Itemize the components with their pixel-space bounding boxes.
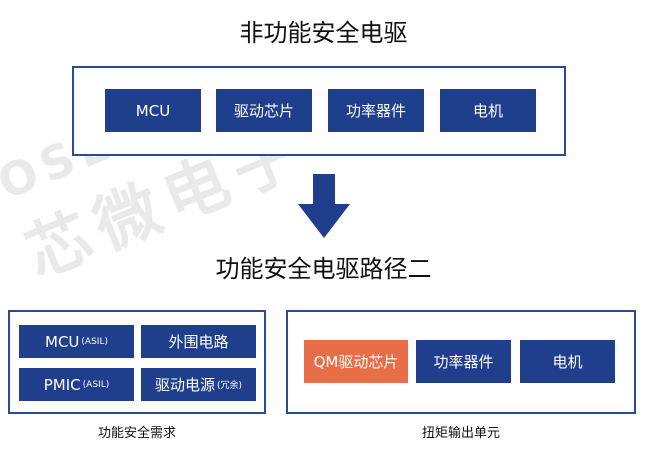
safety-requirements-panel: MCU(ASIL) 外围电路 PMIC(ASIL) 驱动电源(冗余) bbox=[8, 310, 266, 414]
torque-output-caption: 扭矩输出单元 bbox=[421, 426, 500, 441]
down-arrow-icon bbox=[298, 174, 350, 238]
left-box-driver-power-sub: (冗余) bbox=[216, 381, 243, 391]
top-box-motor: 电机 bbox=[440, 89, 536, 132]
left-box-mcu-label: MCU bbox=[45, 332, 80, 351]
right-box-power-device: 功率器件 bbox=[416, 340, 511, 383]
left-box-pmic-sub: (ASIL) bbox=[82, 379, 110, 390]
left-box-peripheral-circuit: 外围电路 bbox=[141, 325, 256, 358]
left-box-peripheral-label: 外围电路 bbox=[168, 333, 229, 351]
left-box-driver-power-label: 驱动电源 bbox=[154, 376, 215, 394]
top-title: 非功能安全电驱 bbox=[239, 19, 408, 47]
right-box-motor: 电机 bbox=[520, 340, 615, 383]
top-box-driver-chip: 驱动芯片 bbox=[216, 89, 312, 132]
top-box-power-device: 功率器件 bbox=[328, 89, 424, 132]
right-box-qm-driver-chip: QM驱动芯片 bbox=[304, 340, 408, 383]
torque-output-panel: QM驱动芯片 功率器件 电机 bbox=[286, 310, 636, 414]
left-box-pmic-label: PMIC bbox=[43, 375, 81, 394]
safety-requirements-caption: 功能安全需求 bbox=[97, 426, 176, 441]
left-box-mcu-sub: (ASIL) bbox=[81, 336, 108, 347]
left-box-driver-power: 驱动电源(冗余) bbox=[141, 368, 256, 401]
left-box-pmic: PMIC(ASIL) bbox=[19, 368, 134, 401]
top-box-mcu: MCU bbox=[105, 89, 201, 132]
top-panel: MCU 驱动芯片 功率器件 电机 bbox=[72, 66, 566, 156]
left-box-mcu: MCU(ASIL) bbox=[19, 325, 134, 358]
bottom-title: 功能安全电驱路径二 bbox=[215, 255, 432, 283]
